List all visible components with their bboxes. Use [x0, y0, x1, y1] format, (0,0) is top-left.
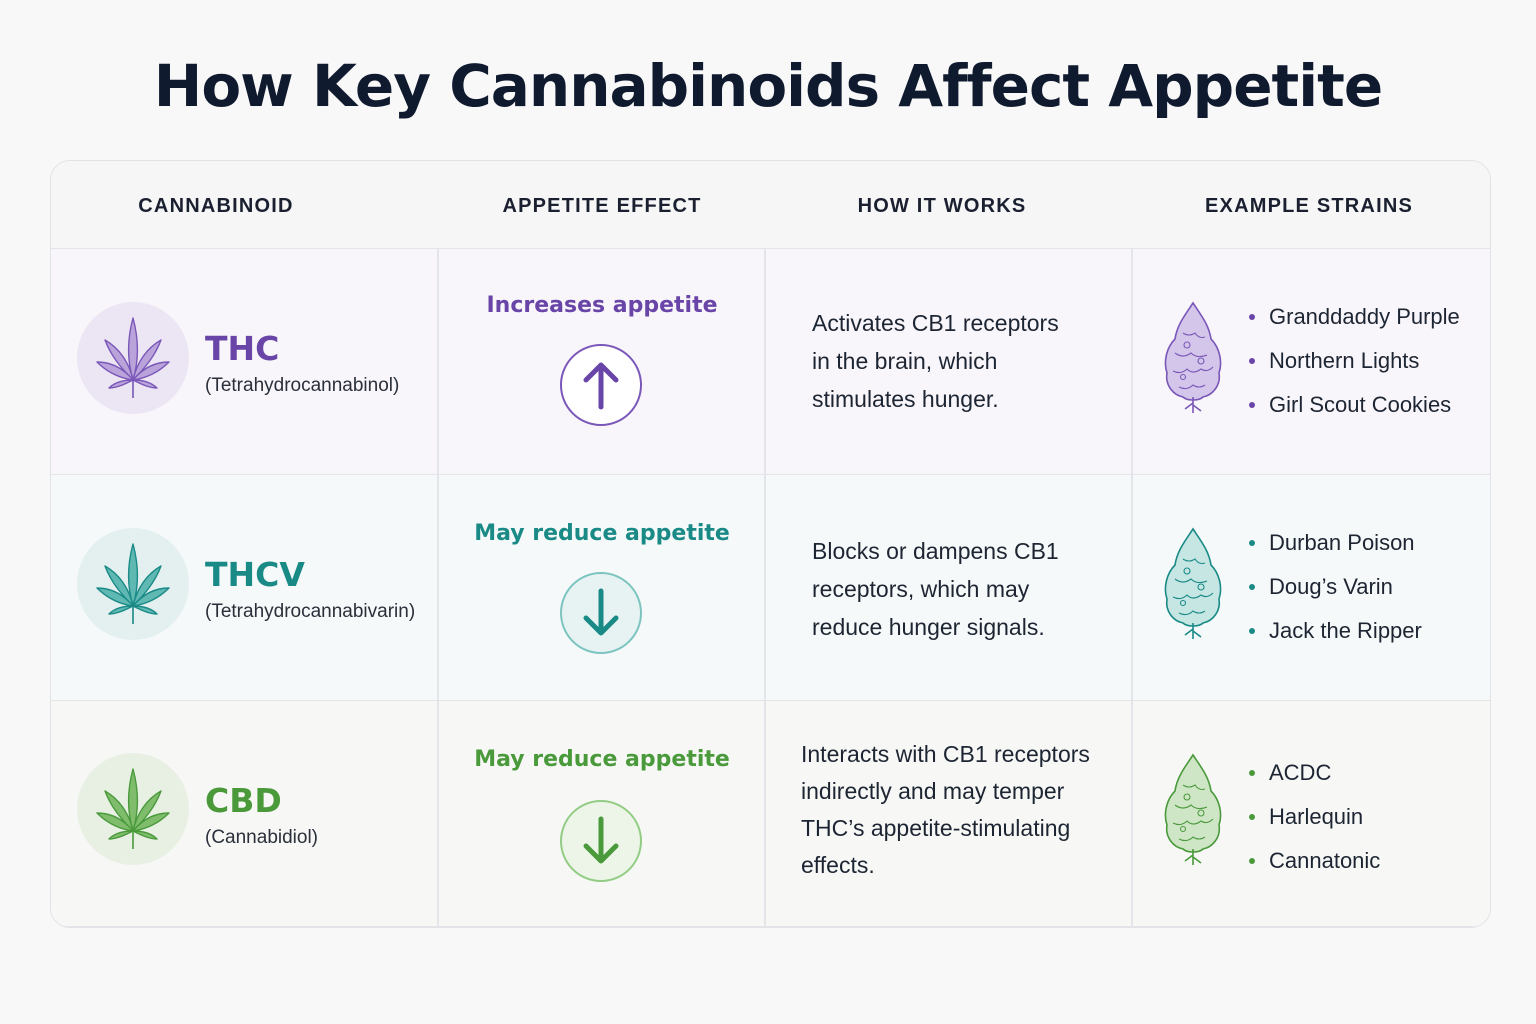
- bullet-icon: [1249, 358, 1255, 364]
- bullet-icon: [1249, 584, 1255, 590]
- header-example-strains: EXAMPLE STRAINS: [1204, 195, 1414, 217]
- cannabinoid-full-name: (Tetrahydrocannabinol): [205, 375, 400, 396]
- table-row-thcv: THCV (Tetrahydrocannabivarin) May reduce…: [51, 475, 1490, 701]
- cannabis-bud-icon: [1161, 751, 1225, 869]
- cannabinoid-name: THCV: [205, 555, 305, 594]
- header-appetite-effect: APPETITE EFFECT: [502, 195, 702, 217]
- strain-name: Doug’s Varin: [1269, 574, 1393, 599]
- strain-name: Girl Scout Cookies: [1269, 392, 1452, 417]
- page-title: How Key Cannabinoids Affect Appetite: [153, 52, 1383, 120]
- table-row-thc: THC (Tetrahydrocannabinol) Increases app…: [51, 249, 1490, 475]
- cannabinoid-name: THC: [205, 329, 280, 368]
- strain-name: ACDC: [1269, 760, 1332, 785]
- how-line: reduce hunger signals.: [812, 614, 1045, 640]
- table-header: CANNABINOID APPETITE EFFECT HOW IT WORKS…: [51, 161, 1490, 249]
- cannabis-leaf-icon: [77, 528, 189, 640]
- list-item: Cannatonic: [1249, 847, 1380, 891]
- bullet-icon: [1249, 770, 1255, 776]
- cannabis-bud-icon: [1161, 299, 1225, 417]
- how-it-works-text: Blocks or dampens CB1 receptors, which m…: [812, 532, 1059, 646]
- list-item: Jack the Ripper: [1249, 617, 1422, 661]
- cannabinoid-name: CBD: [205, 781, 282, 820]
- cannabinoid-full-name: (Tetrahydrocannabivarin): [205, 601, 416, 622]
- appetite-effect-label: Increases appetite: [486, 293, 718, 318]
- strain-name: Durban Poison: [1269, 530, 1415, 555]
- list-item: Granddaddy Purple: [1249, 303, 1460, 347]
- bullet-icon: [1249, 628, 1255, 634]
- cannabis-bud-icon: [1161, 525, 1225, 643]
- column-divider: [437, 249, 439, 927]
- arrow-up-icon: [559, 343, 643, 427]
- list-item: ACDC: [1249, 759, 1380, 803]
- bullet-icon: [1249, 814, 1255, 820]
- how-line: in the brain, which: [812, 348, 998, 374]
- strain-name: Northern Lights: [1269, 348, 1420, 373]
- list-item: Durban Poison: [1249, 529, 1422, 573]
- bullet-icon: [1249, 314, 1255, 320]
- cannabis-leaf-icon: [77, 753, 189, 865]
- how-line: Blocks or dampens CB1: [812, 538, 1059, 564]
- list-item: Harlequin: [1249, 803, 1380, 847]
- strain-name: Jack the Ripper: [1269, 618, 1422, 643]
- column-divider: [1131, 249, 1133, 927]
- list-item: Girl Scout Cookies: [1249, 391, 1460, 435]
- how-it-works-text: Interacts with CB1 receptors indirectly …: [801, 736, 1090, 884]
- bullet-icon: [1249, 858, 1255, 864]
- cannabinoid-full-name: (Cannabidiol): [205, 827, 319, 848]
- how-line: receptors, which may: [812, 576, 1030, 602]
- how-line: stimulates hunger.: [812, 386, 999, 412]
- header-cannabinoid: CANNABINOID: [138, 195, 294, 217]
- list-item: Northern Lights: [1249, 347, 1460, 391]
- column-divider: [764, 249, 766, 927]
- how-line: effects.: [801, 852, 875, 878]
- arrow-down-icon: [559, 571, 643, 655]
- how-line: indirectly and may temper: [801, 778, 1065, 804]
- strain-name: Granddaddy Purple: [1269, 304, 1460, 329]
- strain-list: Granddaddy Purple Northern Lights Girl S…: [1249, 303, 1460, 435]
- strain-list: ACDC Harlequin Cannatonic: [1249, 759, 1380, 891]
- how-line: Interacts with CB1 receptors: [801, 741, 1090, 767]
- appetite-effect-label: May reduce appetite: [474, 747, 730, 772]
- header-how-it-works: HOW IT WORKS: [857, 195, 1027, 217]
- list-item: Doug’s Varin: [1249, 573, 1422, 617]
- cannabinoid-table: CANNABINOID APPETITE EFFECT HOW IT WORKS…: [50, 160, 1491, 928]
- cannabis-leaf-icon: [77, 302, 189, 414]
- how-line: THC’s appetite-stimulating: [801, 815, 1071, 841]
- strain-name: Harlequin: [1269, 804, 1364, 829]
- appetite-effect-label: May reduce appetite: [474, 521, 730, 546]
- bullet-icon: [1249, 540, 1255, 546]
- strain-list: Durban Poison Doug’s Varin Jack the Ripp…: [1249, 529, 1422, 661]
- bullet-icon: [1249, 402, 1255, 408]
- how-it-works-text: Activates CB1 receptors in the brain, wh…: [812, 304, 1059, 418]
- arrow-down-icon: [559, 799, 643, 883]
- strain-name: Cannatonic: [1269, 848, 1381, 873]
- how-line: Activates CB1 receptors: [812, 310, 1059, 336]
- table-row-cbd: CBD (Cannabidiol) May reduce appetite In…: [51, 701, 1490, 927]
